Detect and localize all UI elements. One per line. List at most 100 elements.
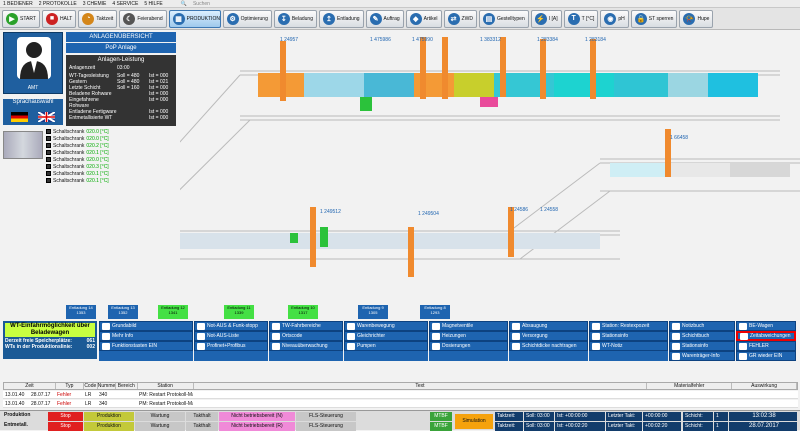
anlagenuebersicht-header: ANLAGENÜBERSICHT (66, 32, 176, 42)
grid-button[interactable]: GR wieder EIN (736, 351, 796, 361)
zwd-button[interactable]: ⇄ZWD (443, 9, 477, 28)
grid-button[interactable]: Grundabild (99, 321, 193, 331)
grid-button[interactable]: Gleichrichter (344, 331, 428, 341)
beladung-button[interactable]: ↧Beladung (273, 9, 317, 28)
station-value: 1317 (298, 310, 308, 315)
station-name: Entladung 14 (69, 305, 93, 310)
wartung-indicator: Wartung (135, 412, 185, 421)
grid-button[interactable]: Warenbewegung (344, 321, 428, 331)
entladung-button[interactable]: ↥Entladung (318, 9, 364, 28)
grid-button-icon (197, 322, 205, 330)
grid-button-icon (347, 332, 355, 340)
grid-button-label: Not-AUS & Funk-stopp (207, 323, 258, 329)
hupe-button[interactable]: 📯Hupe (679, 9, 714, 28)
col-typ[interactable]: Typ (56, 383, 84, 389)
grid-button[interactable]: Notizbuch (669, 321, 735, 331)
taktzeit-button[interactable]: ◔Taktzeit (78, 9, 118, 28)
grid-button[interactable]: Profinet+Profibus (194, 341, 268, 351)
menu-hilfe[interactable]: 5 HILFE (144, 0, 163, 7)
grid-button[interactable]: Absaugung (509, 321, 588, 331)
grid-button[interactable]: Zeitabweichungen (736, 331, 796, 341)
plant-diagram[interactable]: 1 24957 1 475986 1 475990 1 383312 1 283… (180, 31, 800, 291)
grid-button[interactable]: Ortscode (269, 331, 343, 341)
menu-chemie[interactable]: 3 CHEMIE (82, 0, 107, 7)
gestelltypen-button[interactable]: ▤Gestelltypen (478, 9, 529, 28)
grid-button[interactable]: Mehr Info (99, 331, 193, 341)
grid-button[interactable]: BE-Wagen (736, 321, 796, 331)
schaltschrank-label: Schaltschrank (53, 156, 85, 163)
grid-button[interactable]: Not-AUS-Liste (194, 331, 268, 341)
grid-button-label: Schichtbuch (682, 333, 710, 339)
search-input[interactable]: Suchen (192, 0, 210, 7)
grid-button-icon (672, 342, 680, 350)
col-text[interactable]: Text (194, 383, 648, 389)
grid-button[interactable]: WT-Notiz (589, 341, 668, 351)
st-sperren-button[interactable]: 🔒ST sperren (630, 9, 678, 28)
grid-button[interactable]: Station: Restexpozeit (589, 321, 668, 331)
col-materialfehler[interactable]: Materialfehler (647, 383, 733, 389)
amt-label: AMT (27, 85, 39, 91)
grid-button[interactable]: Schichtbuch (669, 331, 735, 341)
grid-button[interactable]: Stationsinfo (669, 341, 735, 351)
ph-button[interactable]: ◉pH (600, 9, 629, 28)
optimierung-button[interactable]: ⚙Optimierung (222, 9, 272, 28)
col-nummer[interactable]: Numme (97, 383, 116, 389)
fls-steuerung: FLS-Steuerung (296, 412, 356, 421)
leistung-row-label: Entladene Fertigware (69, 109, 117, 115)
table-cell: 28.07.17 (31, 401, 51, 407)
german-flag-icon[interactable] (11, 112, 28, 122)
col-bereich[interactable]: Bereich (116, 383, 138, 389)
uk-flag-icon[interactable] (37, 111, 56, 123)
col-auswirkung[interactable]: Auswirkung (732, 383, 798, 389)
col-zeit[interactable]: Zeit (4, 383, 56, 389)
current-button[interactable]: ⚡I [A] (530, 9, 562, 28)
grid-button[interactable]: Versorgung (509, 331, 588, 341)
produktion-button[interactable]: ▦PRODUKTION (168, 9, 221, 28)
grid-button[interactable]: FEHLER (736, 341, 796, 351)
auftrag-button[interactable]: ✎Auftrag (365, 9, 404, 28)
col-code[interactable]: Code (84, 383, 98, 389)
halt-button[interactable]: ■HALT (41, 9, 77, 28)
grid-button[interactable]: Schichtdicke nachtragen (509, 341, 588, 351)
col-station[interactable]: Station (138, 383, 194, 389)
grid-button[interactable]: Pumpen (344, 341, 428, 351)
grid-button[interactable]: Not-AUS & Funk-stopp (194, 321, 268, 331)
schaltschrank-label: Schaltschrank (53, 142, 85, 149)
start-button[interactable]: ▶START (2, 9, 40, 28)
clock-icon: ◔ (82, 12, 95, 25)
wts-label: WTs in der Produktionslinie: (5, 344, 73, 350)
article-icon: ◆ (409, 12, 422, 25)
horn-icon: 📯 (683, 12, 696, 25)
menu-bediener[interactable]: 1 BEDIENER (3, 0, 33, 7)
grid-button[interactable]: Magnetventile (429, 321, 508, 331)
artikel-button[interactable]: ◆Artikel (405, 9, 442, 28)
feierabend-button[interactable]: ☾Feierabend (119, 9, 167, 28)
grid-button[interactable]: Dosierungen (429, 341, 508, 351)
menu-service[interactable]: 4 SERVICE (112, 0, 139, 7)
takthalt-indicator-2: Takthalt (186, 422, 218, 431)
leistung-row-ist: Ist = 000 (149, 97, 169, 103)
letzter-takt-label: Letzter Takt: (606, 412, 642, 421)
mtbf-button-2[interactable]: MTBF (430, 422, 452, 431)
grid-button[interactable]: Funktionstasten EIN (99, 341, 193, 351)
mtbf-button[interactable]: MTBF (430, 412, 452, 421)
grid-button[interactable]: Niveauüberwachung (269, 341, 343, 351)
grid-button[interactable]: Stationsinfo (589, 331, 668, 341)
operator-panel[interactable]: AMT (3, 32, 63, 94)
grid-button[interactable]: Heizungen (429, 331, 508, 341)
grid-button[interactable]: Warenträger-Info (669, 351, 735, 361)
grid-button[interactable]: TW-Fahrbereiche (269, 321, 343, 331)
menu-protokolle[interactable]: 2 PROTOKOLLE (38, 0, 77, 7)
